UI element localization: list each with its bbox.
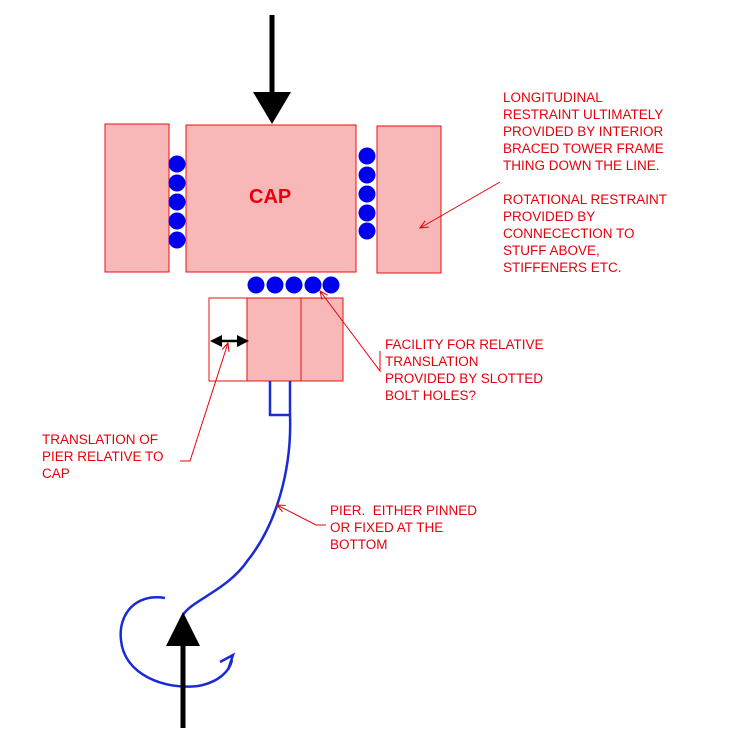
roller	[358, 222, 376, 240]
translation-leader	[180, 343, 228, 462]
cap-block	[185, 124, 357, 273]
roller	[168, 231, 186, 249]
right-rollers	[358, 147, 376, 240]
roller	[168, 212, 186, 230]
roller	[358, 147, 376, 165]
facility-leader	[320, 291, 381, 373]
base-moment-icon	[119, 596, 236, 688]
roller	[358, 166, 376, 184]
roller	[168, 174, 186, 192]
longitudinal-restraint-note: LONGITUDINAL RESTRAINT ULTIMATELY PROVID…	[503, 90, 664, 173]
roller	[247, 276, 265, 294]
rotational-restraint-note: ROTATIONAL RESTRAINT PROVIDED BY CONNECE…	[503, 192, 668, 275]
left-rollers	[168, 155, 186, 249]
base-reaction-arrow	[166, 612, 200, 728]
roller	[266, 276, 284, 294]
pier-leader	[277, 505, 326, 526]
roller	[304, 276, 322, 294]
pier-translation-note: TRANSLATION OF PIER RELATIVE TO CAP	[42, 432, 164, 481]
top-load-arrow	[253, 15, 291, 124]
roller	[285, 276, 303, 294]
rotational-leader	[420, 181, 501, 228]
roller	[168, 193, 186, 211]
bottom-rollers	[247, 276, 340, 294]
left-reaction-block	[104, 123, 170, 273]
pier-head-plate	[246, 297, 302, 382]
roller	[358, 204, 376, 222]
relative-translation-note: FACILITY FOR RELATIVE TRANSLATION PROVID…	[385, 337, 544, 403]
roller	[322, 276, 340, 294]
pier-curve	[181, 381, 292, 616]
roller	[358, 185, 376, 203]
shifted-plate	[299, 297, 344, 382]
cap-label: CAP	[249, 186, 292, 208]
pier-note: PIER. EITHER PINNED OR FIXED AT THE BOTT…	[330, 503, 478, 552]
right-reaction-block	[376, 125, 442, 274]
roller	[168, 155, 186, 173]
translation-arrow	[210, 335, 249, 347]
